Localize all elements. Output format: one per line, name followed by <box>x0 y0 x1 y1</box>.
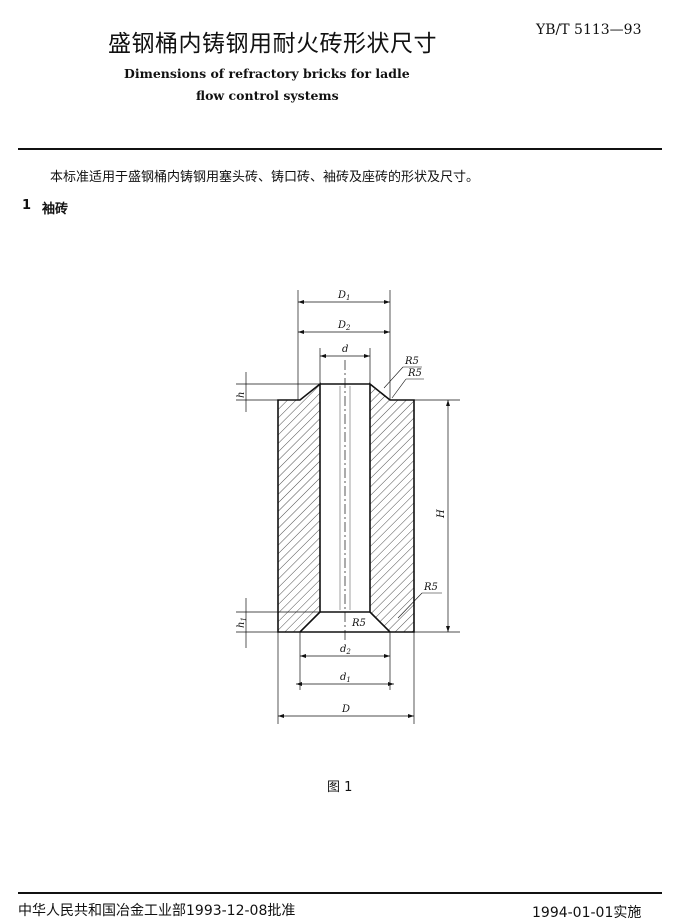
label-h: h <box>236 392 247 398</box>
label-d: d <box>342 344 348 355</box>
label-H: H <box>436 509 447 519</box>
label-D1: D1 <box>337 290 351 302</box>
section-number: 1 <box>22 198 32 213</box>
label-h1: h1 <box>236 617 248 628</box>
document-title-english-line2: flow control systems <box>196 88 339 103</box>
label-d2: d2 <box>340 644 351 656</box>
figure-caption: 图 1 <box>327 780 353 795</box>
standard-code: YB/T 5113—93 <box>536 22 642 38</box>
header-rule <box>18 148 662 150</box>
label-R5-bottom-center: R5 <box>351 618 366 629</box>
right-wall-section <box>369 382 415 633</box>
left-wall-section <box>277 382 321 633</box>
implementation-date: 1994-01-01实施 <box>532 905 642 921</box>
label-R5-bottom-right: R5 <box>423 582 438 593</box>
scope-paragraph: 本标准适用于盛钢桶内铸钢用塞头砖、铸口砖、袖砖及座砖的形状及尺寸。 <box>50 170 480 185</box>
label-R5-top-2: R5 <box>407 368 422 379</box>
section-title: 袖砖 <box>42 202 69 217</box>
label-D: D <box>341 704 350 715</box>
label-R5-top-1: R5 <box>404 356 419 367</box>
label-D2: D2 <box>337 320 351 332</box>
document-title-chinese: 盛钢桶内铸钢用耐火砖形状尺寸 <box>108 31 437 57</box>
label-d1: d1 <box>340 672 351 684</box>
footer-rule <box>18 892 662 894</box>
issuing-authority: 中华人民共和国冶金工业部1993-12-08批准 <box>18 903 296 919</box>
document-title-english-line1: Dimensions of refractory bricks for ladl… <box>124 66 410 81</box>
